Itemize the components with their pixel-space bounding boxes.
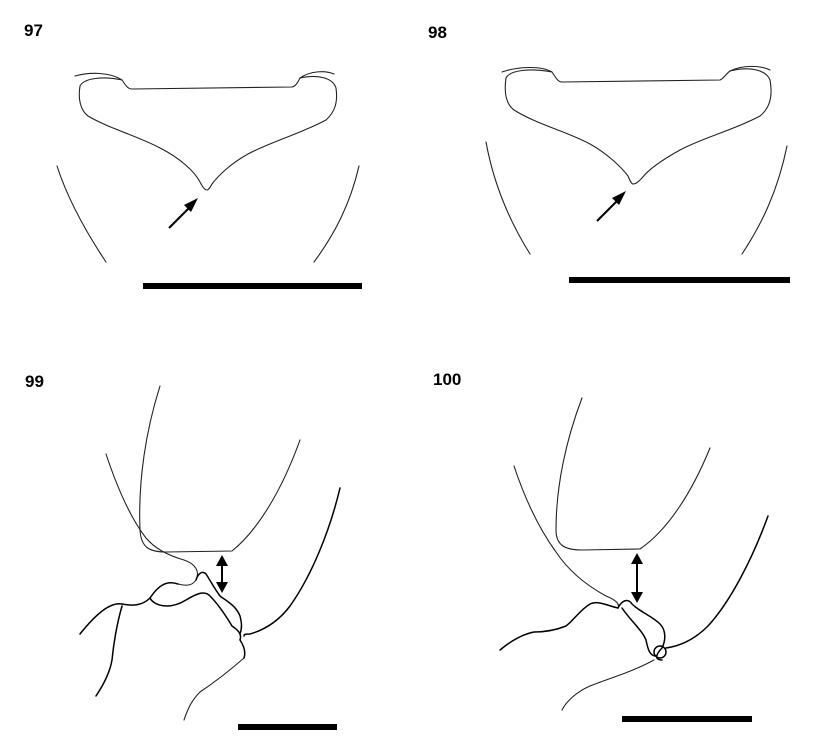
panel-97-body-right	[313, 165, 360, 263]
panel-label-100: 100	[433, 370, 462, 389]
panel-98-arrow-head	[612, 191, 626, 205]
panel-99-scale-bar	[238, 724, 337, 730]
panel-label-98: 98	[428, 23, 447, 42]
panel-99-labrum	[195, 571, 243, 635]
panel-99-mouthparts	[79, 582, 179, 635]
panel-98-drawing	[485, 65, 790, 283]
panel-98-arrow	[596, 199, 619, 222]
panel-97-pronotum-right	[206, 75, 338, 191]
panel-98-body-left	[485, 141, 531, 255]
panel-label-97: 97	[24, 21, 43, 40]
panel-97-scale-bar	[143, 283, 362, 289]
panel-99-drawing	[79, 385, 341, 730]
panel-97-arrow	[168, 206, 191, 229]
panel-98-body-right	[741, 145, 788, 255]
panel-100-scale-bar	[622, 716, 752, 722]
panel-97-pronotum-left	[78, 77, 208, 191]
panel-98-pronotum-top	[501, 65, 771, 83]
panel-100-prothorax	[665, 515, 769, 649]
panel-98-scale-bar	[569, 277, 790, 283]
panel-99-mandible-lower	[95, 592, 246, 697]
panel-100-mandible	[621, 607, 657, 657]
panel-100-head-outline	[555, 397, 711, 551]
panel-98-pronotum-left	[504, 69, 634, 185]
panel-99-maxilla	[183, 657, 245, 721]
panel-100-gena-left	[513, 465, 620, 609]
panel-97-arrow-head	[184, 198, 198, 212]
panel-99-arrow-head-bottom	[216, 582, 228, 593]
panel-100-joint	[653, 645, 667, 659]
panel-99-prothorax	[243, 487, 341, 637]
panel-97-pronotum-top	[74, 71, 335, 90]
panel-97-drawing	[56, 71, 362, 289]
panel-99-head-outline	[139, 385, 301, 553]
panel-100-mouthparts	[499, 601, 619, 651]
panel-label-99: 99	[25, 372, 44, 391]
panel-99-arrow-head-top	[216, 555, 228, 566]
panel-100-arrow-head-bottom	[631, 592, 643, 603]
panel-98-pronotum-right	[632, 68, 772, 185]
panel-97-body-left	[56, 165, 107, 263]
panel-99-gena-left	[105, 453, 199, 586]
panel-100-maxilla	[561, 659, 655, 711]
panel-100-labrum	[617, 599, 666, 661]
panel-100-drawing	[499, 397, 769, 722]
panel-100-arrow-head-top	[631, 553, 643, 564]
